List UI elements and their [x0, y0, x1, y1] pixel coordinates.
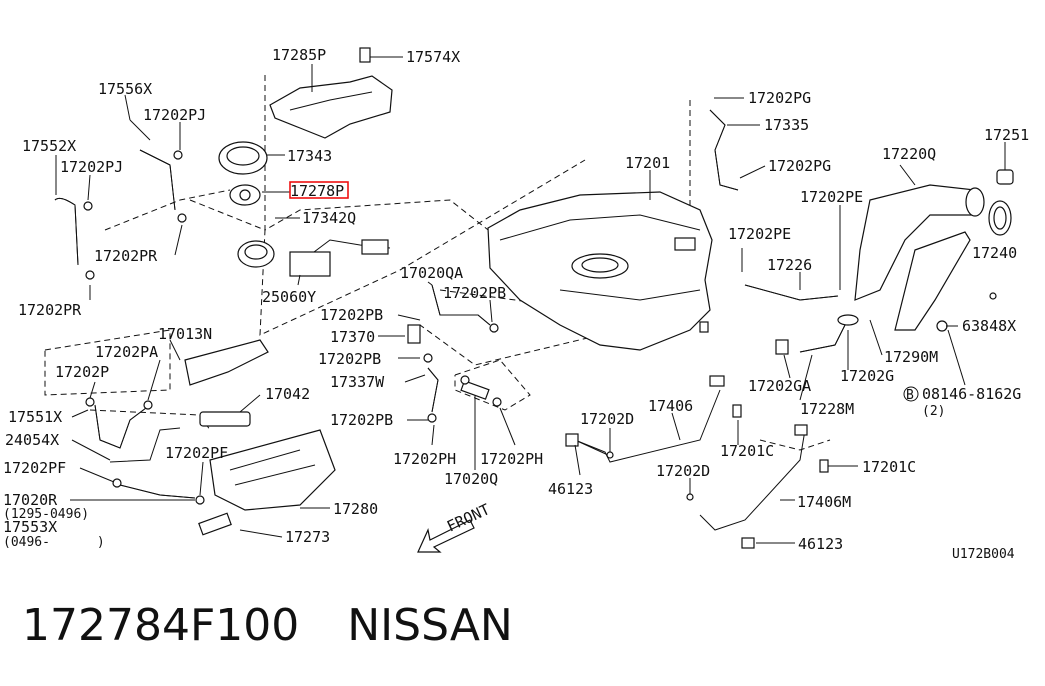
label-17202PB-b: 17202PB	[320, 306, 383, 324]
label-17240: 17240	[972, 244, 1017, 262]
label-17202PB-c: 17202PB	[318, 350, 381, 368]
label-25060Y: 25060Y	[262, 288, 316, 306]
label-17343: 17343	[287, 147, 332, 165]
label-17202PF-b: 17202PF	[3, 459, 66, 477]
label-17226: 17226	[767, 256, 812, 274]
label-17202PJ: 17202PJ	[143, 106, 206, 124]
label-08146-8162G: 08146-8162G	[922, 385, 1021, 403]
label-08146-qty: (2)	[922, 404, 945, 419]
label-17202PG-b: 17202PG	[768, 157, 831, 175]
label-17228M: 17228M	[800, 400, 854, 418]
label-17551X: 17551X	[8, 408, 62, 426]
bolt-mark-circle	[903, 386, 919, 402]
label-17285P: 17285P	[272, 46, 326, 64]
label-24054X: 24054X	[5, 431, 59, 449]
brand-name: NISSAN	[347, 600, 513, 651]
label-17202PB: 17202PB	[443, 284, 506, 302]
label-17202PE: 17202PE	[800, 188, 863, 206]
label-17202PH: 17202PH	[393, 450, 456, 468]
label-17273: 17273	[285, 528, 330, 546]
leader-lines	[55, 56, 1006, 544]
label-17202G: 17202G	[840, 367, 894, 385]
label-17042: 17042	[265, 385, 310, 403]
label-17278P: 17278P	[290, 182, 344, 200]
label-17552X: 17552X	[22, 137, 76, 155]
label-17370: 17370	[330, 328, 375, 346]
assembly-outlines	[44, 75, 831, 451]
label-17202GA: 17202GA	[748, 377, 811, 395]
part-labels: 17285P 17574X 17556X 17202PJ 17552X 1720…	[3, 46, 1029, 562]
part-shapes	[54, 47, 1014, 553]
label-17290M: 17290M	[884, 348, 938, 366]
label-17202PR-b: 17202PR	[18, 301, 82, 319]
label-17251: 17251	[984, 126, 1029, 144]
label-17020QA: 17020QA	[400, 264, 463, 282]
fuel-tank-parts-diagram: 17285P 17574X 17556X 17202PJ 17552X 1720…	[3, 46, 1029, 562]
label-17406: 17406	[648, 397, 693, 415]
label-17202PR: 17202PR	[94, 247, 158, 265]
label-17553X: 17553X	[3, 518, 57, 536]
part-number: 172784F100	[22, 600, 300, 651]
label-17201C-b: 17201C	[862, 458, 916, 476]
label-17202PE-b: 17202PE	[728, 225, 791, 243]
label-46123: 46123	[548, 480, 593, 498]
label-17202D-b: 17202D	[656, 462, 710, 480]
label-17202PF: 17202PF	[165, 444, 228, 462]
label-17406M: 17406M	[797, 493, 851, 511]
label-63848X: 63848X	[962, 317, 1016, 335]
part-caption: 172784F100 NISSAN	[22, 600, 513, 651]
label-17335: 17335	[764, 116, 809, 134]
label-17202PB-d: 17202PB	[330, 411, 393, 429]
label-17337W: 17337W	[330, 373, 385, 391]
label-17202PA: 17202PA	[95, 343, 158, 361]
label-17574X: 17574X	[406, 48, 460, 66]
label-17556X: 17556X	[98, 80, 152, 98]
label-17202PH-b: 17202PH	[480, 450, 543, 468]
label-17201C: 17201C	[720, 442, 774, 460]
label-17202PJ-b: 17202PJ	[60, 158, 123, 176]
bolt-mark: B	[906, 388, 914, 403]
label-17020Q: 17020Q	[444, 470, 498, 488]
label-17020R: 17020R	[3, 491, 58, 509]
label-17013N: 17013N	[158, 325, 212, 343]
label-17202P: 17202P	[55, 363, 109, 381]
label-46123-b: 46123	[798, 535, 843, 553]
label-17342Q: 17342Q	[302, 209, 356, 227]
diagram-code: U172B004	[952, 547, 1015, 562]
label-17202D: 17202D	[580, 410, 634, 428]
label-17553X-range: (0496- )	[3, 535, 105, 550]
label-17020R-range: (1295-0496)	[3, 507, 89, 522]
label-17201: 17201	[625, 154, 670, 172]
label-17220Q: 17220Q	[882, 145, 936, 163]
label-17280: 17280	[333, 500, 378, 518]
label-17202PG: 17202PG	[748, 89, 811, 107]
highlight-box	[289, 181, 349, 199]
